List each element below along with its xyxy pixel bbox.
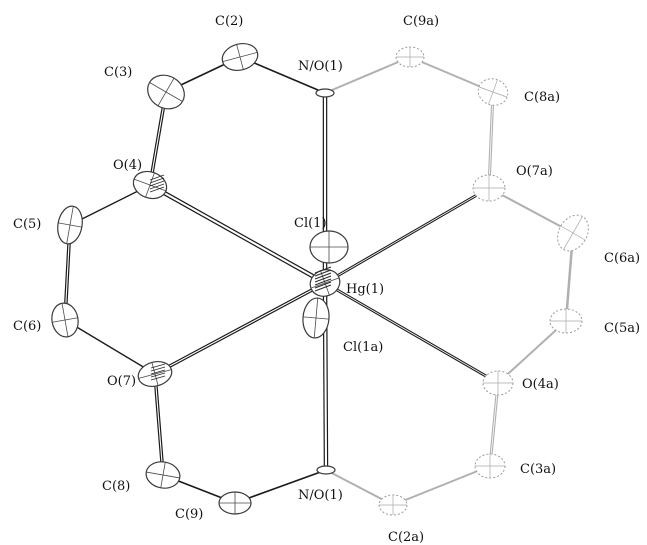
atom-label-C5: C(5) [13, 217, 41, 232]
bond-highlight-O7-C8 [154, 373, 164, 476]
ellipsoid-C3 [147, 74, 185, 110]
bond-highlight-Hg1-O4a [324, 282, 499, 384]
atom-label-C8a: C(8a) [524, 90, 560, 105]
ellipsoid-C2 [221, 43, 259, 71]
atom-label-C2: C(2) [215, 14, 243, 29]
bond-highlight-Hg1-O7a [324, 187, 490, 284]
ellipsoid-NO1b [316, 465, 336, 475]
ellipsoid-NO1t [315, 88, 335, 98]
ellipsoid-shading-Hg1 [314, 281, 332, 289]
ellipsoid-shading-Hg1 [314, 269, 332, 277]
ellipsoid-principal-axis [66, 206, 74, 244]
ellipsoid-principal-axis [313, 298, 319, 338]
bond-highlight-O4a-C3a [489, 382, 499, 467]
ellipsoid-shading-O7 [150, 375, 166, 381]
atom-label-Hg1: Hg(1) [346, 282, 384, 297]
ellipsoid-shading-Hg1 [314, 266, 332, 274]
ellipsoid-principal-axis [236, 44, 244, 70]
bond-C3a-C2a [392, 465, 491, 506]
atom-label-C8: C(8) [102, 479, 130, 494]
atom-label-C6a: C(6a) [604, 251, 640, 266]
atom-label-C3: C(3) [104, 65, 132, 80]
atom-label-O4a: O(4a) [522, 377, 559, 392]
ellipsoid-shading-O7 [150, 363, 166, 369]
ellipsoid-Cl1 [309, 230, 349, 264]
atom-label-C9: C(9) [175, 507, 203, 522]
atom-layer [51, 43, 589, 516]
ellipsoid-O7a [472, 174, 506, 202]
ellipsoid-C8 [145, 461, 181, 489]
atom-label-C5a: C(5a) [604, 321, 640, 336]
ellipsoid-C6 [51, 302, 79, 338]
ellipsoid-principal-axis [61, 303, 69, 337]
ellipsoid-shading-O7 [150, 369, 166, 375]
ellipsoid-C6a [557, 214, 589, 252]
ellipsoid-Cl1a [302, 297, 330, 339]
ellipsoid-principal-axis [563, 216, 583, 250]
ellipsoid-shading-O4 [149, 186, 165, 193]
ellipsoid-shading-Hg1 [314, 284, 332, 292]
bond-highlight-Hg1-O7 [154, 282, 326, 375]
atom-label-NO1_bottom: N/O(1) [298, 488, 343, 503]
ellipsoid-shading-O4 [149, 177, 165, 184]
ellipsoid-principal-axis [320, 270, 330, 296]
ellipsoid-O4 [132, 170, 168, 200]
bond-highlight-Hg1-O4 [148, 183, 327, 285]
bond-O7a-C6a [488, 187, 574, 234]
ellipsoid-O7 [137, 361, 173, 387]
bond-C5a-O4a [497, 320, 567, 384]
atom-label-O4: O(4) [113, 158, 142, 173]
ellipsoid-principal-axis [157, 77, 175, 107]
ellipsoid-C8a [477, 78, 509, 106]
atom-label-NO1_top: N/O(1) [298, 59, 343, 74]
ellipsoid-O4a [482, 370, 514, 396]
atom-label-C9a: C(9a) [403, 14, 439, 29]
atom-label-C6: C(6) [13, 319, 41, 334]
ellipsoid-shading-O4 [149, 180, 165, 187]
ellipsoid-C5 [57, 205, 83, 245]
ellipsoid-principal-axis [145, 172, 155, 198]
atom-label-O7: O(7) [107, 374, 136, 389]
ellipsoid-C2a [378, 494, 408, 516]
ellipsoid-principal-axis [160, 462, 166, 488]
ellipsoid-shading-O4 [149, 174, 165, 181]
ellipsoid-shading-O7 [150, 372, 166, 378]
ellipsoid-shell [315, 88, 335, 98]
atom-label-Cl1a: Cl(1a) [343, 340, 383, 355]
ellipsoid-shading-O4 [149, 183, 165, 190]
bond-C6-O7 [64, 319, 156, 375]
ellipsoid-principal-axis [151, 362, 159, 386]
label-layer: C(2) C(9a) N/O(1) C(3) C(8a) O(4) O(7a) C(5) Cl(… [13, 14, 640, 545]
bond-NO1t-C9a [324, 56, 411, 94]
ellipsoid-shading-O7 [150, 366, 166, 372]
ellipsoid-principal-axis [488, 79, 498, 105]
ellipsoid-shell [316, 465, 336, 475]
atom-label-C3a: C(3a) [520, 462, 556, 477]
ellipsoid-C9 [218, 491, 252, 515]
ellipsoid-shading-Hg1 [314, 278, 332, 286]
atom-label-C2a: C(2a) [388, 530, 424, 545]
bond-C9-NO1b [234, 469, 327, 504]
atom-label-Cl1: Cl(1) [294, 216, 327, 231]
atom-label-O7a: O(7a) [516, 164, 553, 179]
ellipsoid-Hg1 [309, 269, 341, 297]
ellipsoid-C3a [474, 453, 506, 479]
ellipsoid-C5a [549, 308, 583, 334]
bond-highlight-C8a-O7a [488, 91, 494, 189]
ellipsoid-shading-Hg1 [314, 272, 332, 280]
ellipsoid-shading-Hg1 [314, 275, 332, 283]
ellipsoid-C9a [395, 46, 425, 68]
